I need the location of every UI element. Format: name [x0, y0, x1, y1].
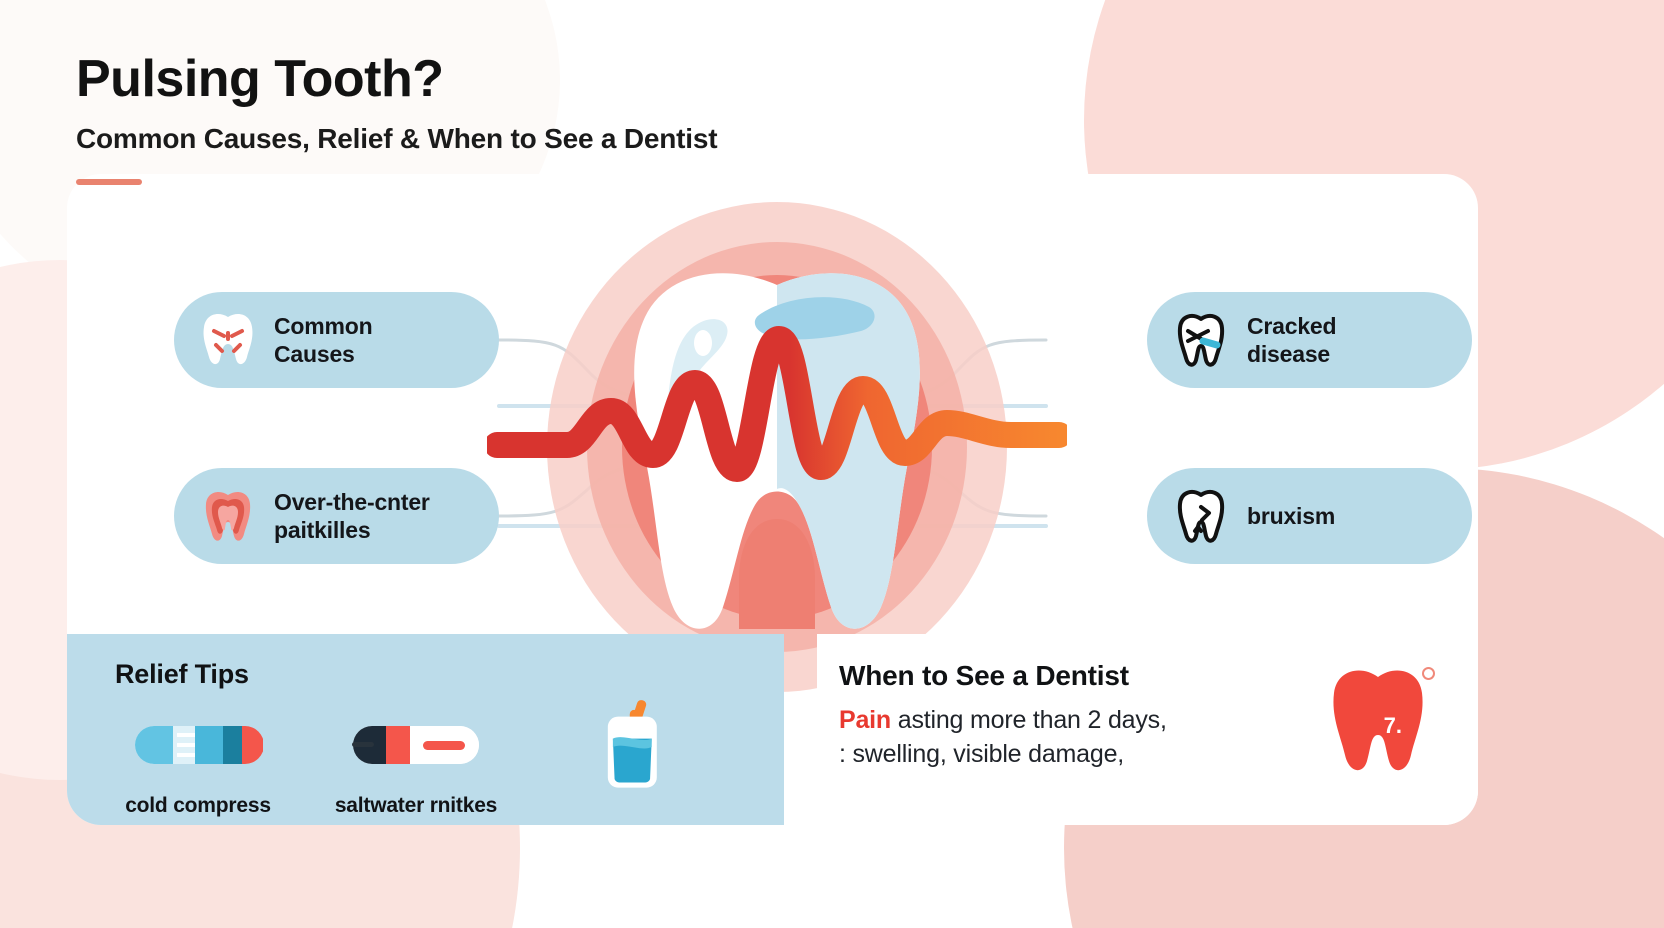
tooth-graphic — [634, 273, 920, 629]
pill-painkillers-label: Over-the-cnter paitkilles — [274, 488, 430, 544]
pain-highlight: Pain — [839, 706, 891, 734]
pill-cracked-disease-label: Cracked disease — [1247, 312, 1337, 368]
relief-tips-panel: Relief Tips — [67, 634, 784, 825]
dentist-line-1-rest: asting more than 2 days, — [891, 706, 1167, 734]
relief-item-caption: saltwater rnitkes — [334, 794, 498, 817]
header: Pulsing Tooth? Common Causes, Relief & W… — [76, 50, 718, 185]
cold-pack-icon — [133, 704, 263, 784]
relief-separator-dash — [352, 742, 374, 747]
badge-number: 7. — [1383, 713, 1402, 738]
pill-label-line2: Causes — [274, 341, 355, 367]
pain-waveform — [484, 326, 1072, 482]
pill-capsule-icon — [351, 704, 481, 784]
dentist-panel-line-2: : swelling, visible damage, — [839, 740, 1125, 768]
relief-item-saltwater-rinses[interactable]: saltwater rnitkes — [321, 704, 511, 818]
tooth-outline-icon — [1173, 487, 1229, 545]
pill-label-line2: paitkilles — [274, 517, 371, 543]
pill-bruxism[interactable]: bruxism — [1147, 468, 1472, 564]
pill-painkillers[interactable]: Over-the-cnter paitkilles — [174, 468, 499, 564]
infographic-card: Common Causes Over-the-cnter paitkilles — [67, 174, 1478, 825]
page-subtitle: Common Causes, Relief & When to See a De… — [76, 122, 718, 154]
water-glass-with-straw-icon — [596, 699, 672, 788]
accent-rule — [76, 178, 142, 185]
pill-label-line1: Common — [274, 312, 373, 339]
relief-item-cold-compress[interactable]: cold compress — [103, 704, 293, 818]
relief-tips-title: Relief Tips — [115, 659, 249, 689]
page-title: Pulsing Tooth? — [76, 50, 444, 108]
when-to-see-dentist-panel: When to See a Dentist Pain asting more t… — [817, 634, 1478, 825]
pill-common-causes-label: Common Causes — [274, 312, 373, 368]
red-tooth-badge-icon — [1323, 663, 1433, 783]
dentist-panel-line-1: Pain asting more than 2 days, — [839, 706, 1167, 735]
badge-dot-icon — [1422, 667, 1435, 680]
relief-item-caption: cold compress — [125, 794, 271, 817]
tooth-with-cracks-icon — [200, 311, 256, 369]
pill-bruxism-label: bruxism — [1247, 502, 1336, 529]
pill-cracked-disease[interactable]: Cracked disease — [1147, 292, 1472, 388]
tooth-cross-section-icon — [200, 487, 256, 545]
pill-common-causes[interactable]: Common Causes — [174, 292, 499, 388]
pill-label-line2: disease — [1247, 341, 1330, 367]
relief-tips-list: cold compress saltwater rnitkes — [103, 699, 729, 818]
tooth-with-toothbrush-icon — [1173, 311, 1229, 369]
center-illustration — [484, 174, 1072, 747]
pill-label-line1: Cracked — [1247, 312, 1337, 339]
relief-item-water-glass[interactable] — [539, 699, 729, 794]
pill-label-line1: Over-the-cnter — [274, 488, 430, 515]
dentist-panel-title: When to See a Dentist — [839, 660, 1129, 691]
